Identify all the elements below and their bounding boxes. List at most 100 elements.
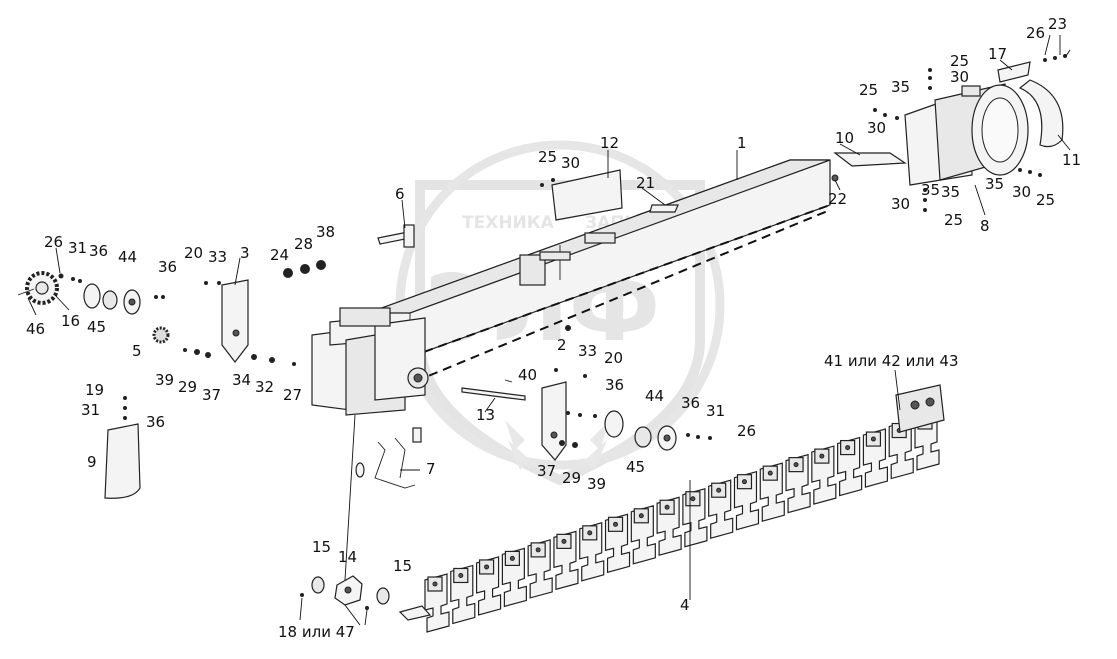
label-part-37a: 37: [202, 386, 221, 404]
watermark-text-top: ТЕХНИКА: [462, 213, 555, 233]
plate-12: [551, 169, 679, 221]
label-part-15b: 15: [393, 557, 412, 575]
bracket-7: [355, 427, 422, 489]
sprocket-16: [17, 271, 59, 305]
label-part-36e: 36: [681, 394, 700, 412]
knife-segment: [527, 539, 553, 599]
bearing-right: [604, 410, 677, 451]
label-part-14: 14: [338, 548, 357, 566]
label-part-46: 46: [26, 320, 45, 338]
label-part-45b: 45: [626, 458, 645, 476]
label-part-29b: 29: [562, 469, 581, 487]
label-part-30c: 30: [561, 154, 580, 172]
label-part-22: 22: [828, 190, 847, 208]
label-part-23: 23: [1048, 15, 1067, 33]
knife-segment: [682, 487, 708, 548]
label-part-10: 10: [835, 129, 854, 147]
cover-9: [104, 423, 141, 499]
knife-segment: [424, 573, 450, 633]
bracket-10: [831, 152, 907, 182]
label-part-33a: 33: [208, 248, 227, 266]
knife-segment: [579, 522, 605, 582]
label-part-25e: 25: [944, 211, 963, 229]
label-part-30a: 30: [950, 68, 969, 86]
knife-segment: [450, 564, 476, 625]
knife-segment: [759, 462, 785, 522]
watermark-shield: [415, 180, 705, 486]
label-part-13: 13: [476, 406, 495, 424]
label-part-15a: 15: [312, 538, 331, 556]
label-part-5: 5: [132, 342, 142, 360]
label-part-20b: 20: [604, 349, 623, 367]
knife-head: [398, 384, 945, 621]
label-part-19: 19: [85, 381, 104, 399]
shaft-13: [461, 379, 526, 401]
label-part-9: 9: [87, 453, 97, 471]
knife-segment: [862, 428, 889, 488]
label-part-25b: 25: [859, 81, 878, 99]
label-part-45a: 45: [87, 318, 106, 336]
label-part-31b: 31: [81, 401, 100, 419]
label-part-21: 21: [636, 174, 655, 192]
label-part-11: 11: [1062, 151, 1081, 169]
label-part-4: 4: [680, 596, 690, 614]
label-part-28: 28: [294, 235, 313, 253]
knife-segment: [475, 556, 502, 616]
label-part-33b: 33: [578, 342, 597, 360]
knife-segment: [785, 453, 811, 514]
pin-6: [377, 224, 415, 248]
label-part-32: 32: [255, 378, 274, 396]
part-labels: 1 2 3 4 5 6 7 8 9 10 11 12 13 14 15 15 1…: [26, 15, 1081, 641]
label-part-1: 1: [737, 134, 747, 152]
label-part-26a: 26: [44, 233, 63, 251]
label-part-31c: 31: [706, 402, 725, 420]
left-housing: [311, 307, 429, 416]
label-part-34: 34: [232, 371, 251, 389]
label-part-35b: 35: [941, 183, 960, 201]
label-part-30d: 30: [1012, 183, 1031, 201]
plate-2: [541, 381, 567, 461]
label-part-31a: 31: [68, 239, 87, 257]
label-part-3: 3: [240, 244, 250, 262]
label-part-37b: 37: [537, 462, 556, 480]
knife-segment: [604, 513, 631, 574]
label-part-6: 6: [395, 185, 405, 203]
label-part-24: 24: [270, 246, 289, 264]
main-beam: [345, 159, 831, 411]
label-part-17: 17: [988, 45, 1007, 63]
hub-14: [311, 575, 390, 606]
plate-3: [221, 279, 249, 363]
label-part-29a: 29: [178, 378, 197, 396]
label-part-41-42-43: 41 или 42 или 43: [824, 352, 959, 370]
label-part-36d: 36: [605, 376, 624, 394]
label-part-27: 27: [283, 386, 302, 404]
label-part-30e: 30: [891, 195, 910, 213]
label-part-39a: 39: [155, 371, 174, 389]
label-part-36b: 36: [158, 258, 177, 276]
label-part-7: 7: [426, 460, 436, 478]
label-part-44a: 44: [118, 248, 137, 266]
label-part-36c: 36: [146, 413, 165, 431]
label-part-25a: 25: [950, 52, 969, 70]
fan-housing: [904, 61, 1064, 186]
label-part-20a: 20: [184, 244, 203, 262]
knife-segment: [733, 470, 760, 531]
label-part-8: 8: [980, 217, 990, 235]
knife-segment: [501, 547, 527, 608]
label-part-26b: 26: [1026, 24, 1045, 42]
knife-segment: [553, 530, 579, 591]
knife-segment: [837, 436, 863, 497]
label-part-30b: 30: [867, 119, 886, 137]
label-part-35a: 35: [891, 78, 910, 96]
knife-bar: [424, 411, 940, 633]
label-part-18-or-47: 18 или 47: [278, 623, 355, 641]
knife-segment: [708, 479, 734, 539]
label-part-25c: 25: [538, 148, 557, 166]
label-part-40: 40: [518, 366, 537, 384]
fasteners: [58, 54, 1067, 610]
label-part-36a: 36: [89, 242, 108, 260]
label-part-16: 16: [61, 312, 80, 330]
knife-segment: [811, 445, 837, 505]
label-part-38: 38: [316, 223, 335, 241]
